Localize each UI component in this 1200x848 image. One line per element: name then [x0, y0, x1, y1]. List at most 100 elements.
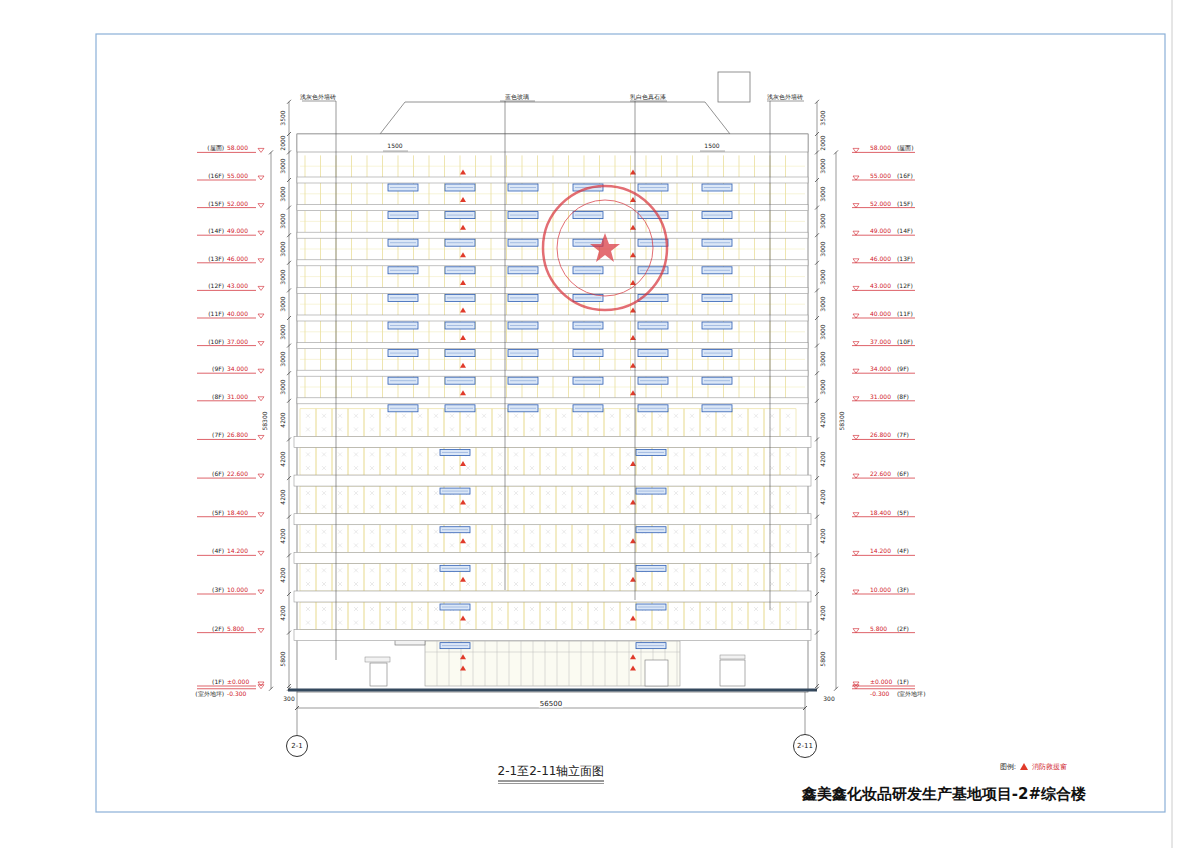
- dimension-text: 300: [282, 696, 295, 702]
- window-mark: [674, 505, 678, 509]
- level-marker: [853, 259, 859, 263]
- window-mark: [514, 427, 518, 431]
- curtain-mullion: [581, 641, 582, 686]
- window-cell: [748, 409, 764, 437]
- dimension-tick: [287, 592, 291, 596]
- dimension-text: 3000: [280, 296, 286, 313]
- window-mark: [658, 543, 662, 547]
- window-mark: [770, 414, 774, 418]
- window-mark: [370, 491, 374, 495]
- glass-panel: [636, 449, 666, 455]
- window-mark: [786, 466, 790, 470]
- window-cell: [716, 525, 732, 553]
- dimension-tick: [287, 687, 291, 691]
- level-marker: [258, 314, 264, 318]
- window-mark: [418, 491, 422, 495]
- window-mark: [786, 505, 790, 509]
- window-mark: [594, 505, 598, 509]
- legend-text: 消防救援窗: [1032, 764, 1067, 771]
- window-mark: [370, 491, 374, 495]
- dimension-tick: [287, 399, 291, 403]
- window-mark: [514, 607, 518, 611]
- window-mark: [578, 568, 582, 572]
- leader-line: [767, 101, 804, 102]
- window-mark: [402, 621, 406, 625]
- window-mark: [754, 530, 758, 534]
- window-cell: [364, 486, 380, 514]
- window-mark: [578, 607, 582, 611]
- window-mark: [466, 466, 470, 470]
- window-cell: [300, 525, 316, 553]
- window-mark: [738, 427, 742, 431]
- dimension-tick: [803, 706, 807, 710]
- window-mark: [770, 414, 774, 418]
- window-mark: [370, 427, 374, 431]
- window-mark: [594, 543, 598, 547]
- curtain-mullion: [497, 641, 498, 686]
- window-mark: [786, 505, 790, 509]
- glass-panel: [440, 449, 470, 455]
- window-mark: [418, 427, 422, 431]
- window-mark: [402, 466, 406, 470]
- drawing-title: 鑫美鑫化妆品研发生产基地项目-2#综合楼: [802, 787, 1086, 802]
- door: [645, 660, 668, 686]
- window-mark: [610, 505, 614, 509]
- window-mark: [418, 568, 422, 572]
- window-mark: [530, 427, 534, 431]
- window-mark: [546, 505, 550, 509]
- window-cell: [588, 447, 604, 475]
- window-cell: [540, 409, 556, 437]
- window-mark: [722, 427, 726, 431]
- level-value: 10.000: [227, 587, 248, 593]
- window-mark: [338, 607, 342, 611]
- level-value: 52.000: [227, 201, 248, 207]
- dimension-text: 5800: [280, 651, 286, 668]
- window-mark: [306, 607, 310, 611]
- curtain-transom: [425, 652, 680, 653]
- window-mark: [770, 621, 774, 625]
- glass-panel: [638, 377, 668, 384]
- window-mark: [722, 530, 726, 534]
- level-name: (屋面): [897, 145, 914, 151]
- glass-panel-line: [638, 568, 664, 569]
- dimension-text: 4200: [280, 566, 286, 583]
- window-cell: [604, 563, 620, 591]
- window-mark: [402, 543, 406, 547]
- level-value: 46.000: [870, 256, 891, 262]
- window-cell: [780, 563, 796, 591]
- axis-circle: 2-11: [793, 734, 817, 758]
- glass-panel: [636, 565, 666, 571]
- level-value: 49.000: [227, 228, 248, 234]
- glass-panel-line: [638, 529, 664, 530]
- window-mark: [706, 414, 710, 418]
- dimension-text: 300: [822, 696, 835, 702]
- level-line: [197, 516, 256, 517]
- window-mark: [738, 505, 742, 509]
- dimension-tick: [815, 344, 819, 348]
- window-mark: [786, 452, 790, 456]
- window-mark: [578, 607, 582, 611]
- level-marker: [258, 682, 264, 686]
- window-mark: [434, 530, 438, 534]
- window-mark: [370, 543, 374, 547]
- window-mark: [434, 543, 438, 547]
- dimension-tick: [287, 515, 291, 519]
- glass-panel-line: [638, 645, 664, 646]
- window-mark: [738, 543, 742, 547]
- dimension-tick: [815, 476, 819, 480]
- glass-panel-line: [638, 607, 664, 608]
- glass-panel: [445, 239, 475, 246]
- window-cell: [652, 409, 668, 437]
- glass-panel: [702, 184, 732, 191]
- roof-parapet: [297, 134, 808, 152]
- window-mark: [738, 427, 742, 431]
- window-transom: [300, 166, 805, 167]
- window-mark: [306, 452, 310, 456]
- window-mark: [754, 466, 758, 470]
- window-mark: [418, 505, 422, 509]
- dimension-text: 4200: [820, 566, 826, 583]
- level-name: (14F): [208, 228, 224, 234]
- window-mark: [786, 621, 790, 625]
- window-cell: [396, 563, 412, 591]
- window-mark: [498, 607, 502, 611]
